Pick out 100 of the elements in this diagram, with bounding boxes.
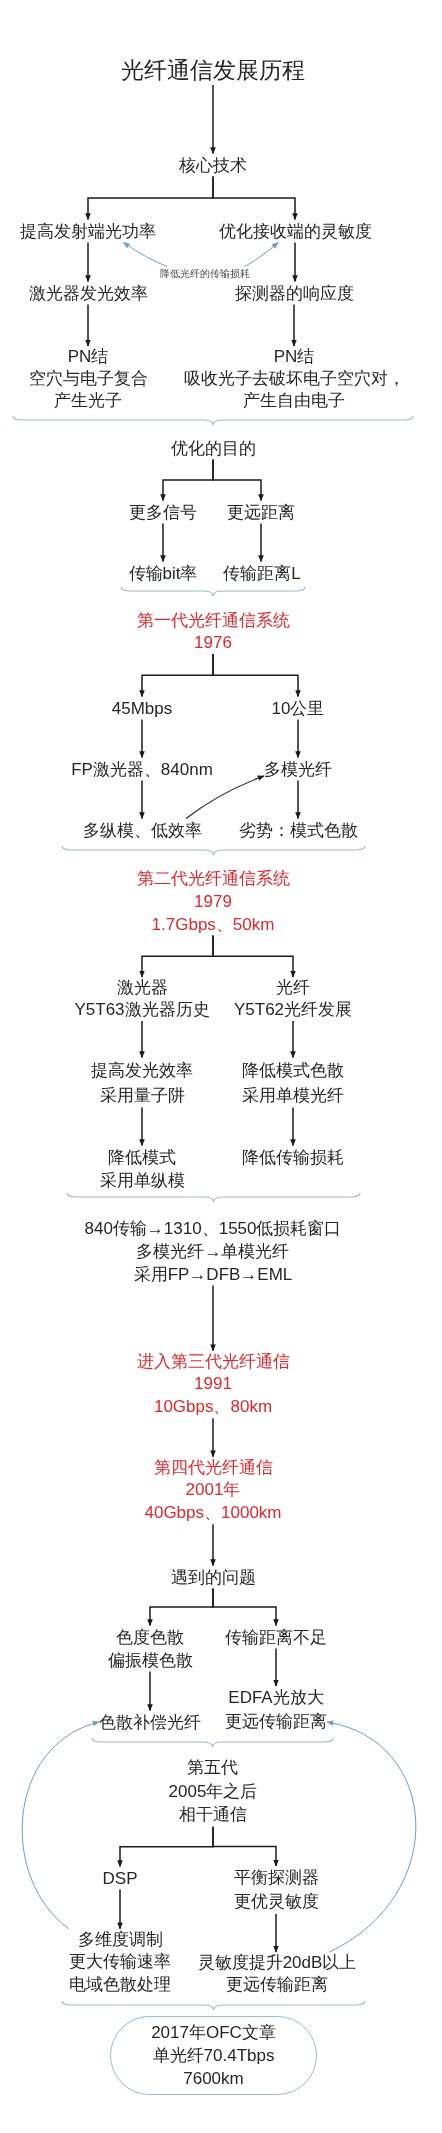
step-label: 840传输→1310、1550低损耗窗口 (84, 1217, 342, 1240)
arrow (212, 1587, 279, 1627)
arrow (258, 522, 264, 563)
step-label: 偏振模色散 (107, 1649, 193, 1672)
arrow (273, 1647, 279, 1687)
arrow (212, 175, 298, 221)
step-label: 传输距离L (223, 561, 301, 585)
arrow (291, 303, 297, 347)
generation-detail: 2001年 (184, 1479, 242, 1502)
generation-detail: 40Gbps、1000km (144, 1501, 282, 1524)
step-label: 更远传输距离 (225, 1711, 327, 1733)
step-label: 更大传输速率 (69, 1951, 171, 1974)
arrow (212, 458, 264, 502)
step-label: PN结 (66, 346, 110, 368)
step-label: 10公里 (271, 696, 325, 720)
annotation-text: 降低光纤的传输损耗 (160, 266, 250, 280)
step-label: 2005年之后 (168, 1780, 258, 1803)
generation-detail: 1976 (193, 632, 233, 654)
step-label: 光纤 (275, 977, 311, 999)
step-label: 核心技术 (179, 153, 247, 177)
step-label: 优化接收端的灵敏度 (218, 219, 372, 243)
step-label: 多纵模、低效率 (82, 818, 202, 842)
step-label: 更优灵敏度 (233, 1891, 319, 1913)
step-label: 灵敏度提升20dB以上 (197, 1952, 357, 1974)
note-text: 单光纤70.4Tbps (152, 2045, 275, 2067)
step-label: 优化的目的 (170, 436, 256, 460)
step-label: 更多信号 (129, 500, 197, 524)
note-text: 2017年OFC文章 (151, 2022, 276, 2044)
step-label: 多维度调制 (76, 1928, 164, 1951)
step-label: 色度色散 (115, 1626, 185, 1649)
step-label: Y5T62光纤发展 (233, 999, 353, 1021)
step-label: 45Mbps (111, 696, 173, 720)
step-label: PN结 (272, 346, 316, 368)
step-label: 提高发光效率 (91, 1059, 193, 1082)
arrow (139, 779, 145, 820)
step-label: 传输距离不足 (225, 1625, 327, 1649)
step-label: 遇到的问题 (170, 1565, 256, 1589)
step-label: 多模光纤→单模光纤 (135, 1240, 291, 1263)
step-label: FP激光器、840nm (71, 757, 213, 781)
curved-arrow (244, 242, 279, 267)
step-label: DSP (102, 1866, 138, 1890)
arrow (212, 653, 301, 698)
generation-title: 进入第三代光纤通信 (136, 1350, 290, 1373)
arrow (210, 84, 216, 155)
step-label: 劣势：模式色散 (238, 818, 358, 842)
arrow (210, 1284, 216, 1352)
arrow (139, 718, 145, 759)
generation-title: 第一代光纤通信系统 (136, 610, 290, 632)
step-label: 更远传输距离 (225, 1974, 329, 1996)
step-label: 采用FP→DFB→EML (132, 1263, 294, 1286)
step-label: 降低模式 (107, 1146, 177, 1169)
arrow (139, 1106, 145, 1147)
arrow (295, 779, 301, 820)
curved-arrow (21, 1721, 100, 1930)
arrow (212, 1826, 279, 1867)
arrow (290, 1020, 296, 1059)
step-label: 采用单纵模 (99, 1169, 185, 1192)
description-text: 空穴与电子复合产生光子 (27, 368, 149, 412)
step-label: 传输bit率 (128, 561, 198, 585)
step-label: 采用量子阱 (98, 1084, 186, 1107)
step-label: 采用单模光纤 (242, 1084, 344, 1107)
step-label: 第五代 (186, 1757, 240, 1780)
arrow (273, 1913, 279, 1953)
arrow (292, 241, 298, 283)
arrow (85, 303, 91, 347)
generation-title: 第四代光纤通信 (152, 1456, 274, 1479)
step-label: 相干通信 (178, 1804, 248, 1827)
step-label: 降低模式色散 (242, 1059, 344, 1082)
step-label: 降低传输损耗 (242, 1145, 344, 1169)
step-label: 提高发射端光功率 (20, 219, 156, 243)
step-label: 探测器的响应度 (234, 281, 354, 305)
generation-detail: 10Gbps、80km (152, 1395, 274, 1418)
arrow (85, 241, 91, 283)
arrow (210, 1523, 216, 1567)
note-text: 7600km (183, 2068, 244, 2090)
arrow (160, 522, 166, 563)
generation-detail: 1979 (193, 890, 233, 913)
step-label: EDFA光放大 (227, 1687, 325, 1709)
step-label: 平衡探测器 (233, 1867, 319, 1889)
generation-title: 第二代光纤通信系统 (136, 867, 290, 890)
step-label: 多模光纤 (264, 757, 332, 781)
step-label: 激光器 (115, 977, 169, 999)
description-text: 吸收光子去破坏电子空穴对，产生自由电子 (182, 368, 406, 412)
arrow (212, 934, 296, 978)
generation-detail: 1991 (193, 1373, 233, 1396)
curved-arrow (326, 1721, 417, 1953)
step-label: 电域色散处理 (69, 1973, 171, 1996)
arrow (295, 718, 301, 759)
step-label: Y5T63激光器历史 (74, 999, 210, 1021)
arrow (210, 1417, 216, 1458)
generation-detail: 1.7Gbps、50km (150, 913, 276, 936)
step-label: 激光器发光效率 (28, 281, 148, 305)
curved-arrow (122, 242, 168, 267)
step-label: 色散补偿光纤 (99, 1710, 201, 1734)
arrow (117, 1888, 123, 1930)
arrow (147, 1670, 153, 1712)
arrow (290, 1106, 296, 1147)
step-label: 更远距离 (227, 500, 295, 524)
curved-arrow (185, 775, 265, 820)
arrow (139, 1020, 145, 1059)
